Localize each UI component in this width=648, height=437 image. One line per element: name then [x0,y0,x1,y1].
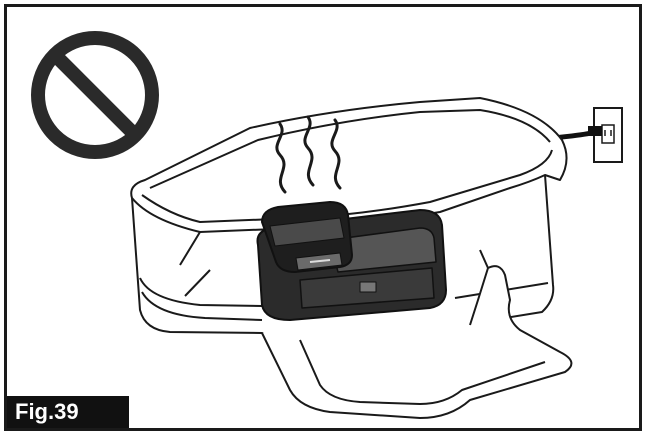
battery-charger-icon [256,201,447,321]
heat-waves-icon [275,115,342,194]
prohibition-icon [31,31,159,159]
figure-label: Fig.39 [7,396,129,428]
